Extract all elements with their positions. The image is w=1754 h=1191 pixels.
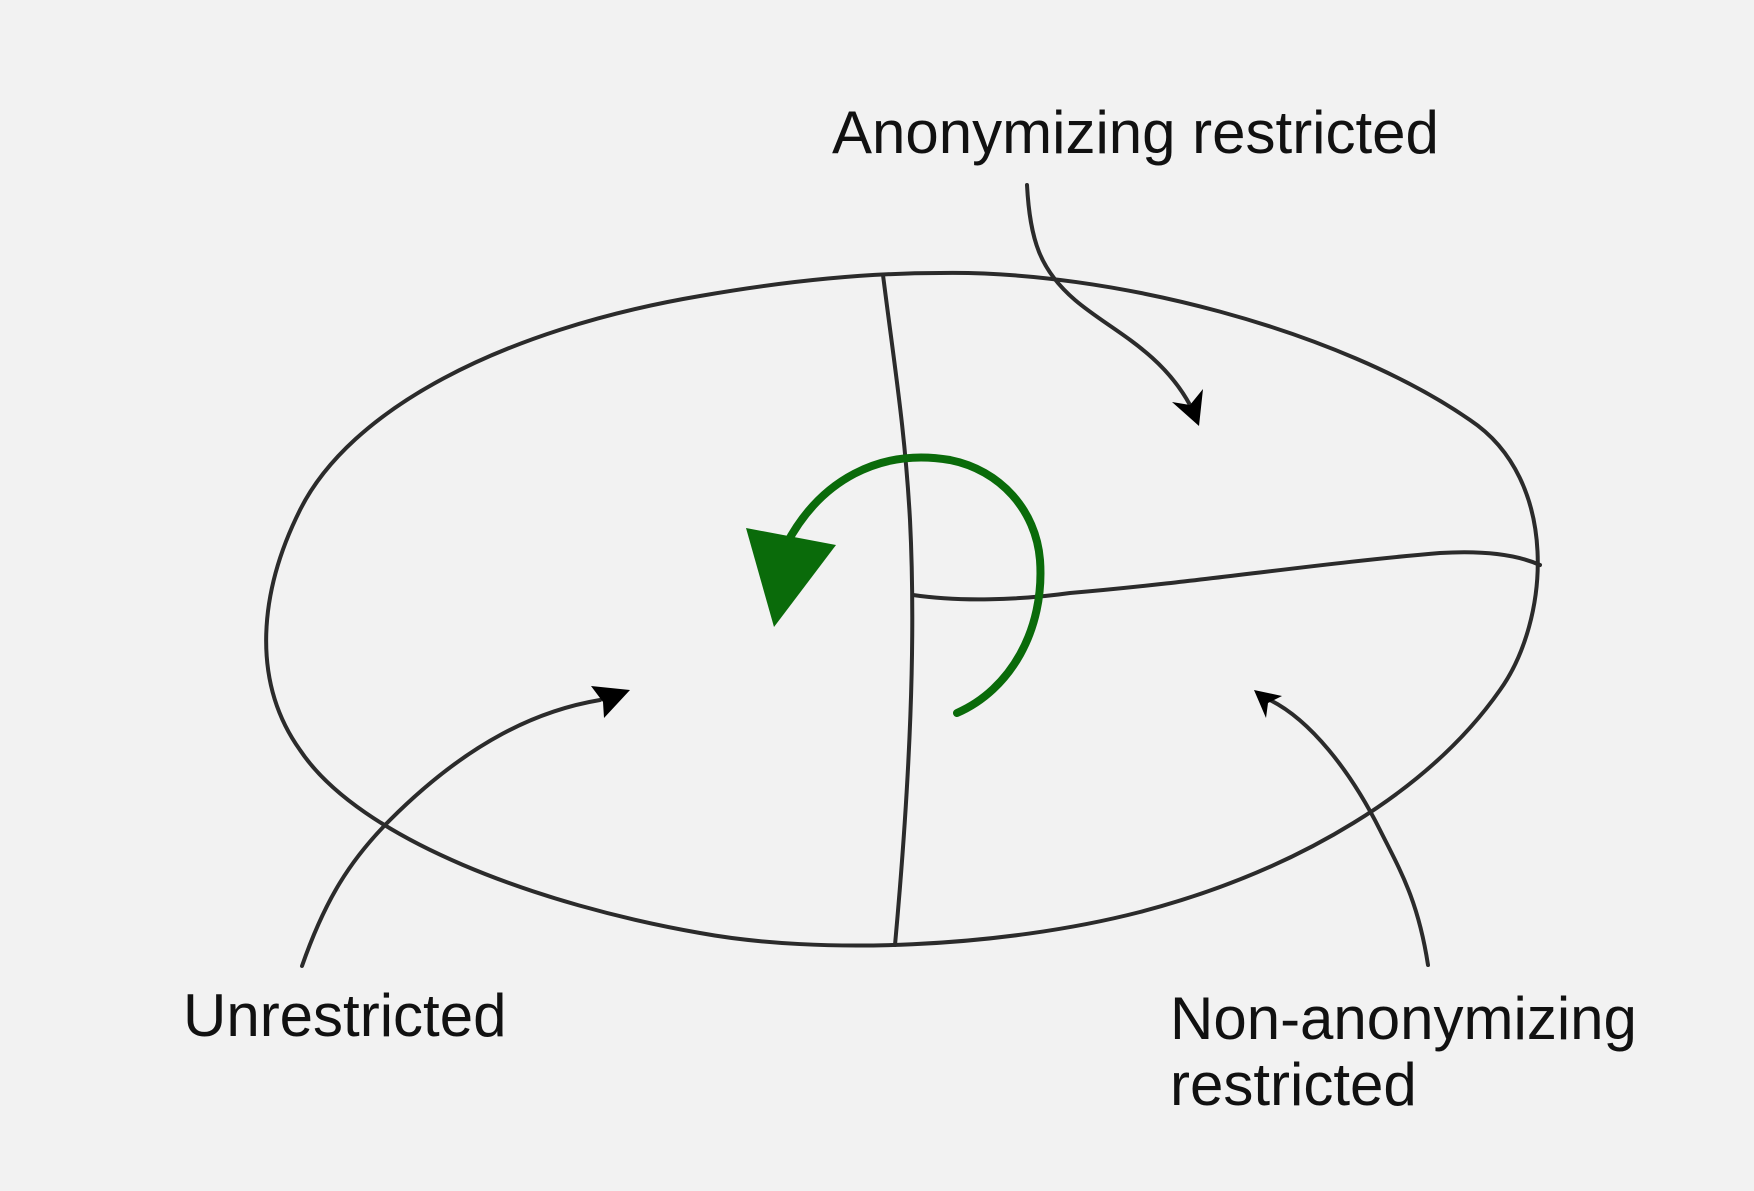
label-non-anonymizing-line-1: Non-anonymizing <box>1170 985 1637 1052</box>
divider-vertical <box>881 273 915 947</box>
label-non-anonymizing-restricted: Non-anonymizing restricted <box>1170 986 1637 1118</box>
ellipse-outline <box>264 270 1540 948</box>
label-unrestricted: Unrestricted <box>183 982 507 1049</box>
divider-horizontal <box>911 550 1542 602</box>
cycle-arrow-arc <box>782 453 1045 717</box>
pointer-arrow-non-anonymizing <box>1268 698 1430 967</box>
pointer-arrowhead-unrestricted <box>591 686 630 718</box>
pointer-arrowhead-non-anonymizing <box>1254 690 1282 718</box>
pointer-arrow-anonymizing <box>1025 183 1192 407</box>
pointer-arrow-unrestricted <box>300 698 602 968</box>
pointer-arrowhead-anonymizing <box>1172 389 1203 426</box>
label-non-anonymizing-line-2: restricted <box>1170 1051 1417 1118</box>
cycle-arrowhead <box>746 528 836 627</box>
label-anonymizing-restricted: Anonymizing restricted <box>832 99 1439 166</box>
